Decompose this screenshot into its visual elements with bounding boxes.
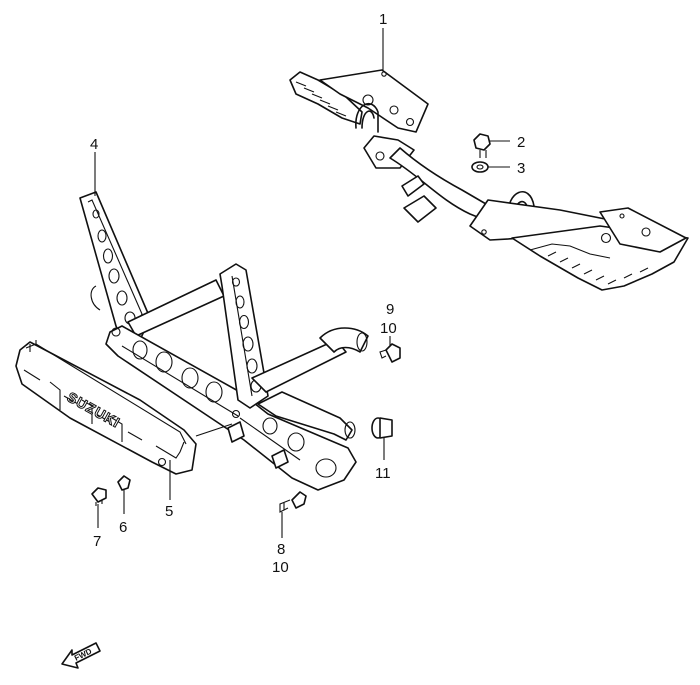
callout-9: 9 [386,301,394,318]
fwd-label: FWD [73,647,94,663]
fwd-arrow-icon: FWD [61,642,101,669]
callout-8: 8 [277,541,285,558]
callout-leaders [94,28,510,538]
callout-6: 6 [119,519,127,536]
callout-3: 3 [517,160,525,177]
callout-10-upper: 10 [380,320,397,337]
footrest-assembly [289,69,689,291]
callout-5: 5 [165,503,173,520]
bolt-part-2 [473,133,491,158]
bolt-part-7 [91,487,107,506]
callout-11: 11 [375,465,391,482]
callout-10-lower: 10 [272,559,289,576]
callout-7: 7 [93,533,101,550]
callout-4: 4 [90,136,98,153]
lower-frame-part-4 [79,191,369,491]
callout-2: 2 [517,134,525,151]
callout-1: 1 [379,11,387,28]
washer-part-3 [471,161,489,173]
skid-guard-part-5: SUZUKI [15,340,197,475]
bolt-part-9 [379,343,401,363]
assembly-leader-line [195,423,233,437]
bolt-part-8 [279,491,307,513]
nut-part-6 [117,475,131,491]
bolt-part-11 [371,417,393,439]
callout-labels: 1 2 3 4 5 6 7 8 9 10 10 11 [90,11,525,576]
